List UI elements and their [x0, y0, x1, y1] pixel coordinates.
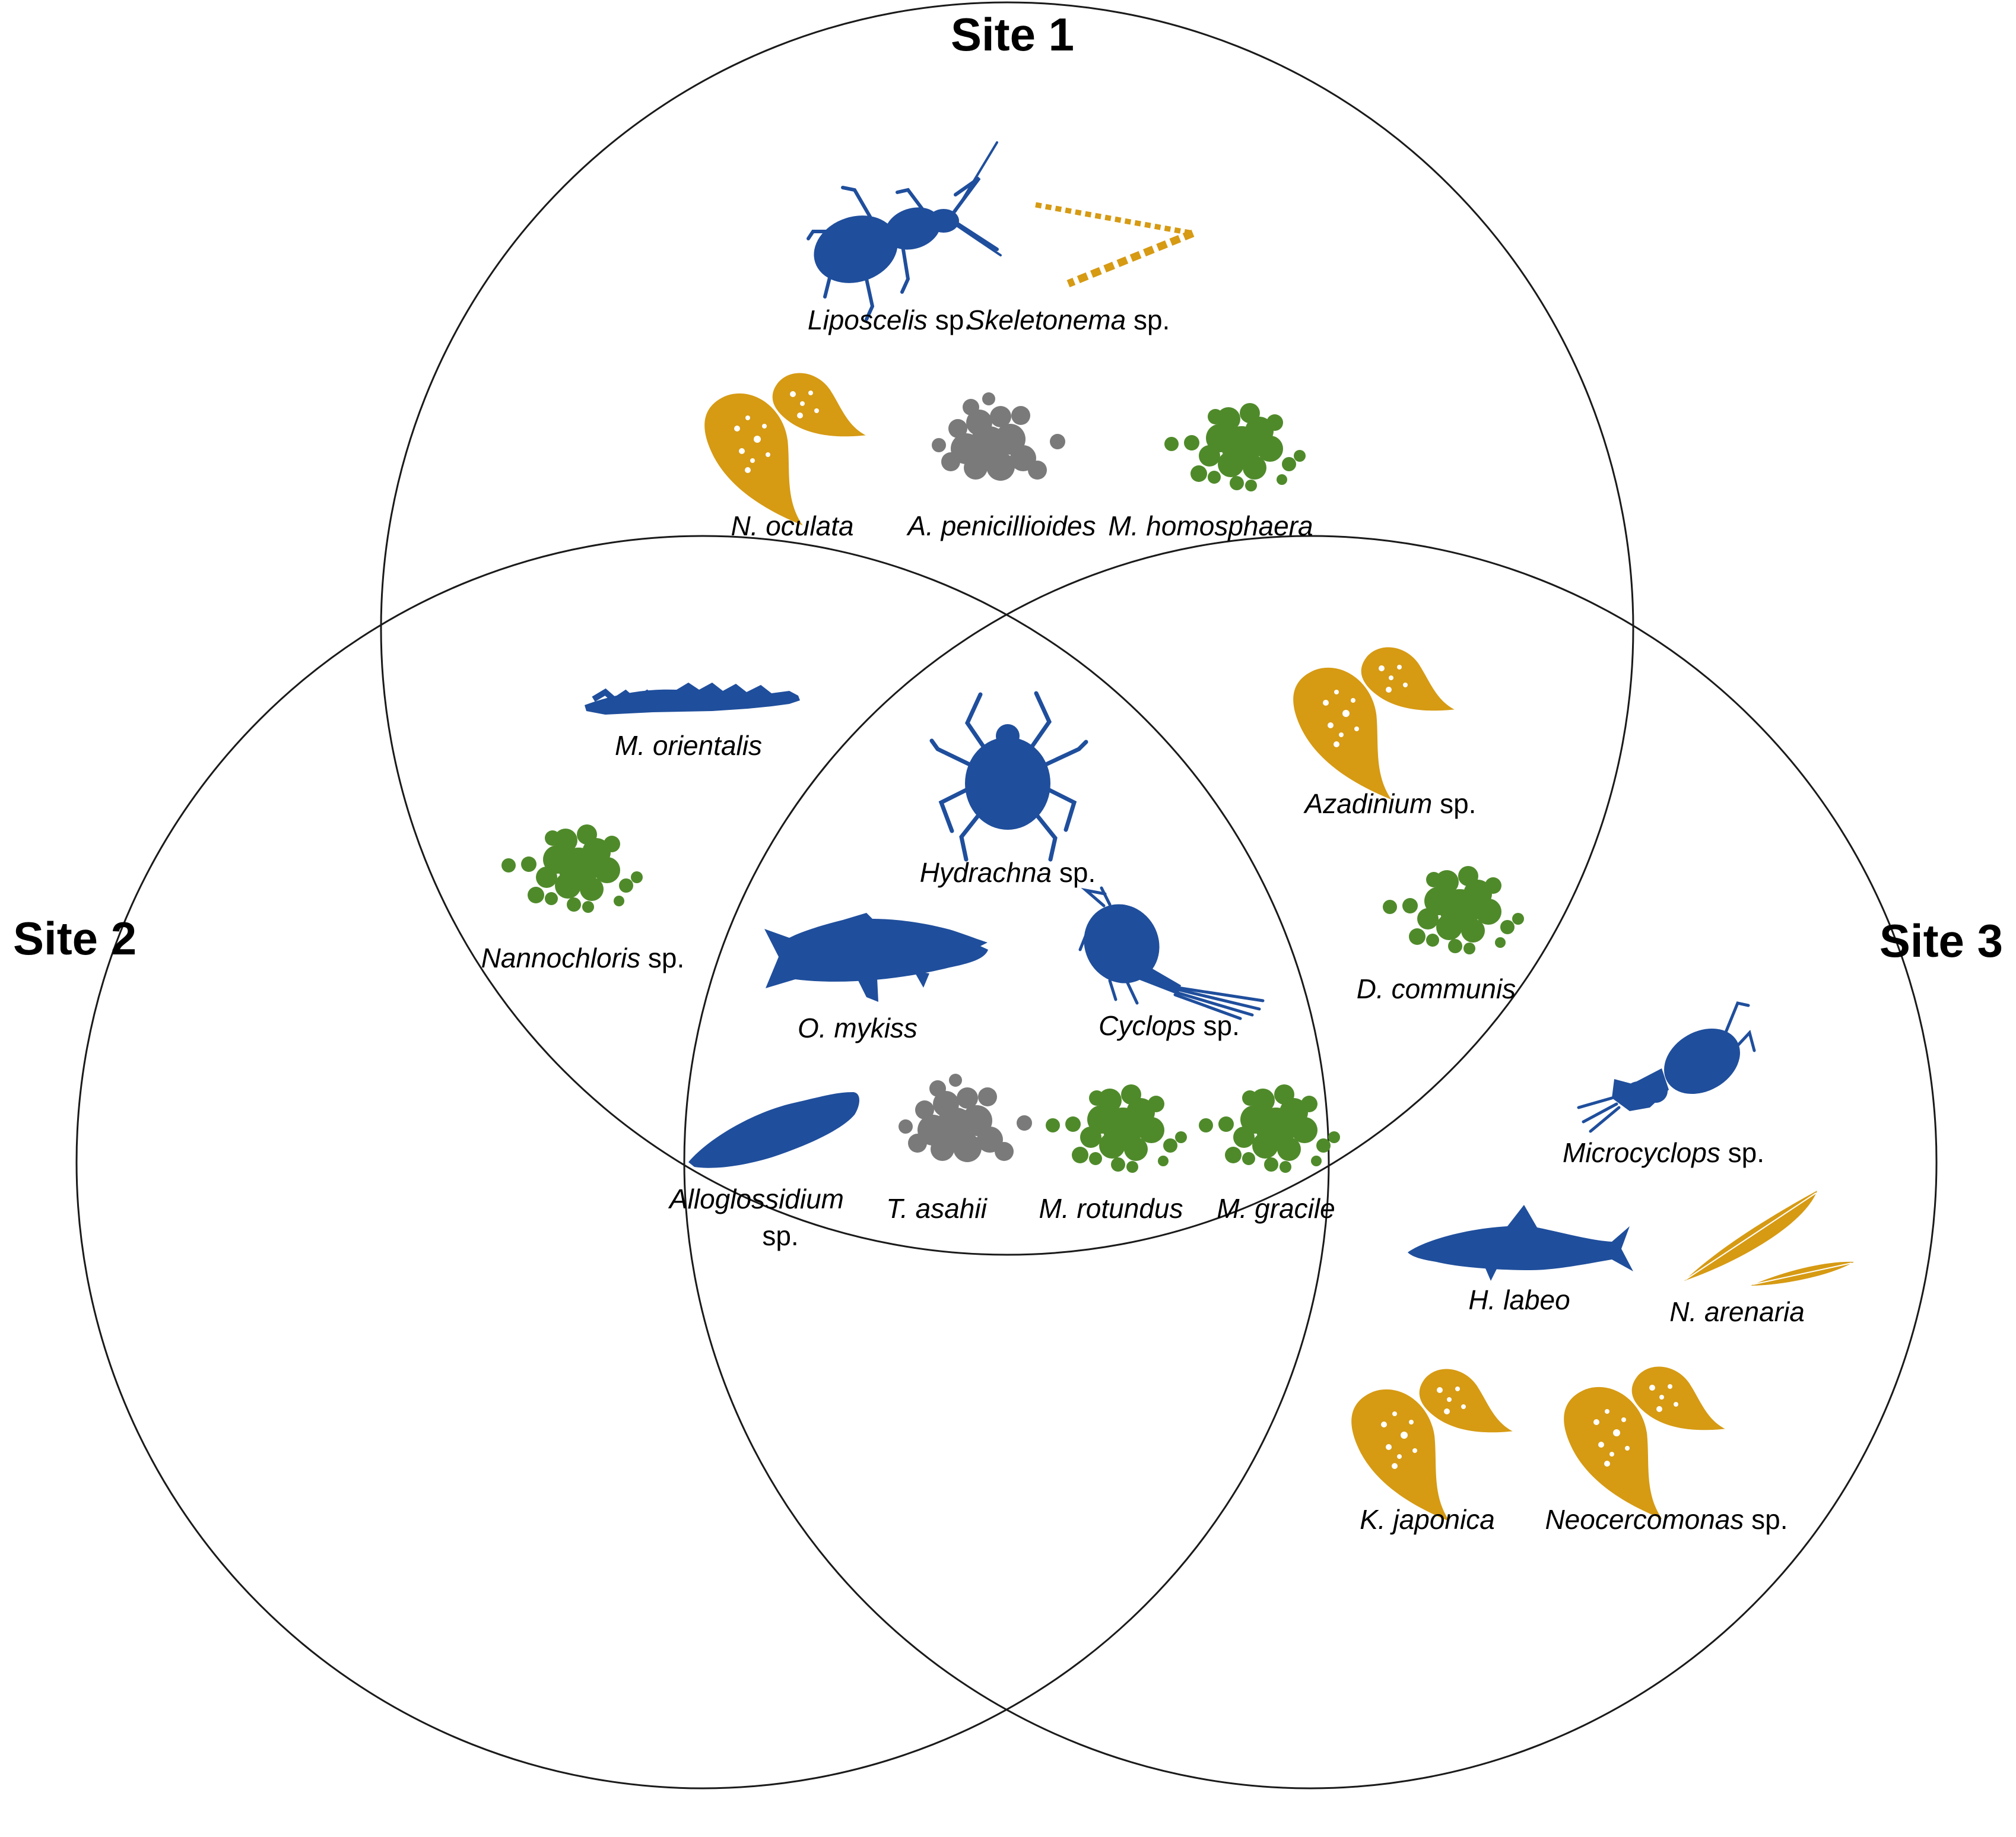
taxon-label-m-orientalis: M. orientalis [615, 730, 762, 761]
site1-title: Site 1 [951, 8, 1074, 61]
insect-icon [807, 141, 1002, 321]
site1-circle [380, 1, 1634, 1256]
dinoflagellate-icon [1293, 630, 1455, 799]
algae-cluster-icon [501, 824, 643, 913]
taxon-label-a-penicillioides: A. penicillioides [906, 510, 1096, 541]
worm-icon [585, 683, 800, 715]
pennate-diatom-icon [1684, 1191, 1854, 1286]
site3-title: Site 3 [1880, 915, 2003, 967]
diatom-chain-icon [1035, 202, 1195, 288]
algae-cluster-icon [1383, 866, 1524, 954]
taxon-label-neocercomonas: Neocercomonas sp. [1545, 1504, 1788, 1535]
dinoflagellate-icon [1564, 1350, 1725, 1519]
dinoflagellate-icon [704, 356, 866, 525]
site3-circle [683, 535, 1938, 1790]
copepod-icon [1577, 1001, 1756, 1133]
taxon-label-nannochloris: Nannochloris sp. [481, 943, 685, 973]
algae-cluster-icon [1199, 1084, 1340, 1173]
fungus-cluster-icon [932, 392, 1065, 481]
taxon-label-m-rotundus: M. rotundus [1039, 1193, 1183, 1224]
mite-icon [929, 691, 1088, 862]
taxon-label-h-labeo: H. labeo [1468, 1284, 1570, 1315]
taxon-label-m-gracile: M. gracile [1217, 1193, 1335, 1224]
taxon-label-hydrachna: Hydrachna sp. [920, 857, 1096, 888]
fungus-cluster-icon [899, 1074, 1032, 1162]
dinoflagellate-icon [1351, 1352, 1513, 1521]
site2-circle [75, 535, 1330, 1790]
copepod-icon [1078, 886, 1265, 1020]
taxon-label-skeletonema: Skeletonema sp. [967, 304, 1170, 335]
taxon-label-cyclops: Cyclops sp. [1099, 1010, 1240, 1041]
taxon-label-k-japonica: K. japonica [1360, 1504, 1495, 1535]
taxon-label-o-mykiss: O. mykiss [798, 1013, 917, 1043]
algae-cluster-icon [1046, 1084, 1187, 1173]
taxon-label-n-oculata: N. oculata [731, 510, 853, 541]
taxon-label-alloglossidium: Alloglossidium [668, 1184, 844, 1214]
fish-icon [1408, 1205, 1633, 1281]
taxon-label-alloglossidium-suffix: sp. [762, 1220, 798, 1251]
site2-title: Site 2 [13, 912, 136, 964]
algae-cluster-icon [1164, 403, 1306, 491]
flatworm-icon [688, 1092, 859, 1168]
taxon-label-azadinium: Azadinium sp. [1303, 788, 1477, 819]
trout-icon [764, 913, 988, 1002]
taxon-label-liposcelis: Liposcelis sp. [808, 304, 972, 335]
taxon-label-n-arenaria: N. arenaria [1669, 1296, 1805, 1327]
taxon-label-microcyclops: Microcyclops sp. [1563, 1137, 1764, 1168]
taxon-label-d-communis: D. communis [1357, 973, 1516, 1004]
taxon-label-m-homosphaera: M. homosphaera [1108, 510, 1313, 541]
taxon-label-t-asahii: T. asahii [886, 1193, 988, 1224]
